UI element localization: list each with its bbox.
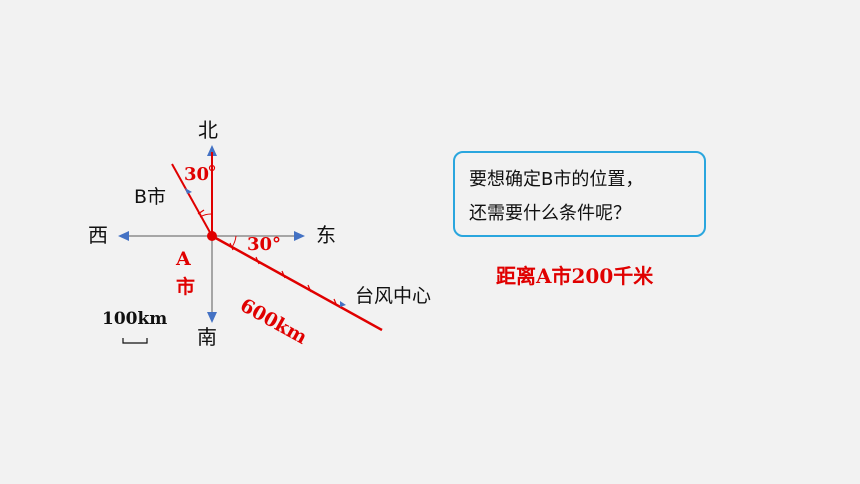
origin-label-a: A xyxy=(176,248,191,270)
arrow-north-icon xyxy=(207,145,217,156)
answer-text: 距离A市200千米 xyxy=(496,264,654,288)
arrow-west-icon xyxy=(118,231,129,241)
compass-west-label: 西 xyxy=(88,223,108,247)
typhoon-marker-icon xyxy=(340,301,346,307)
angle-b-label: 30 xyxy=(184,164,210,185)
b-city-label: B市 xyxy=(134,186,167,208)
scale-bar xyxy=(122,338,148,344)
b-city-ray xyxy=(171,163,213,237)
origin-point-a xyxy=(207,231,217,241)
compass-south-label: 南 xyxy=(197,325,217,349)
north-ray-point xyxy=(208,164,216,172)
angle-typhoon-label: 30° xyxy=(247,234,282,255)
arrow-east-icon xyxy=(294,231,305,241)
origin-label-city: 市 xyxy=(176,276,196,298)
b-city-ticks xyxy=(197,209,205,215)
question-line-2: 还需要什么条件呢？ xyxy=(469,203,631,224)
typhoon-ray xyxy=(211,234,383,332)
compass-east-label: 东 xyxy=(316,223,336,247)
angle-arc-b xyxy=(199,213,213,218)
scale-label: 100km xyxy=(102,309,168,329)
question-box: 要想确定B市的位置， 还需要什么条件呢？ xyxy=(453,151,706,237)
angle-arc-typhoon xyxy=(231,235,237,248)
typhoon-ray-ticks xyxy=(229,242,338,307)
question-line-1: 要想确定B市的位置， xyxy=(469,169,644,190)
b-city-marker-icon xyxy=(185,188,192,194)
typhoon-label: 台风中心 xyxy=(355,285,432,307)
arrow-south-icon xyxy=(207,312,217,323)
compass-north-label: 北 xyxy=(198,118,218,142)
